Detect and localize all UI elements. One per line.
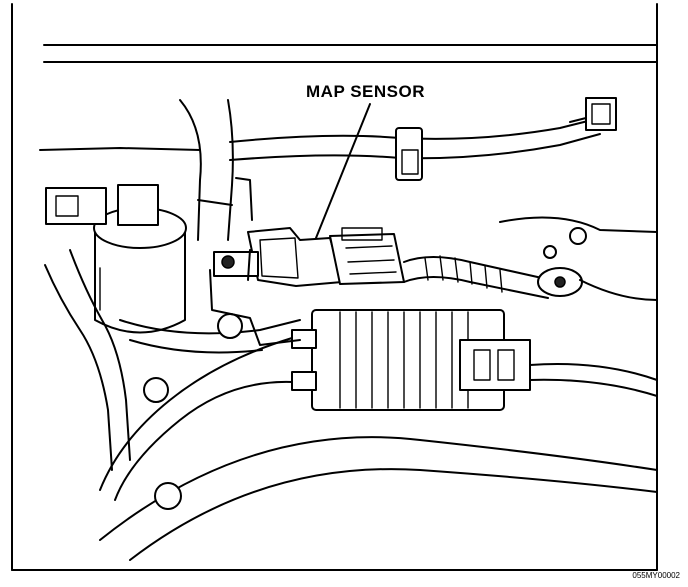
wire-harness — [403, 216, 658, 301]
bolts — [143, 245, 557, 510]
solenoid-canister — [45, 184, 187, 334]
left-hose — [44, 249, 301, 471]
figure-code: 055MY00002 — [632, 571, 680, 580]
callout-leader-line — [315, 103, 371, 239]
ribbed-module — [291, 309, 531, 411]
map-sensor — [213, 227, 343, 287]
figure-frame — [11, 3, 658, 571]
harness-connector-top-right — [569, 97, 617, 131]
map-sensor-connector — [329, 227, 405, 285]
body-panel-lines — [39, 44, 658, 161]
harness-clip — [395, 127, 423, 181]
vacuum-hose — [179, 99, 234, 241]
lower-wires — [99, 337, 658, 561]
mounting-bracket — [209, 177, 301, 346]
map-sensor-callout-label: MAP SENSOR — [306, 82, 425, 101]
